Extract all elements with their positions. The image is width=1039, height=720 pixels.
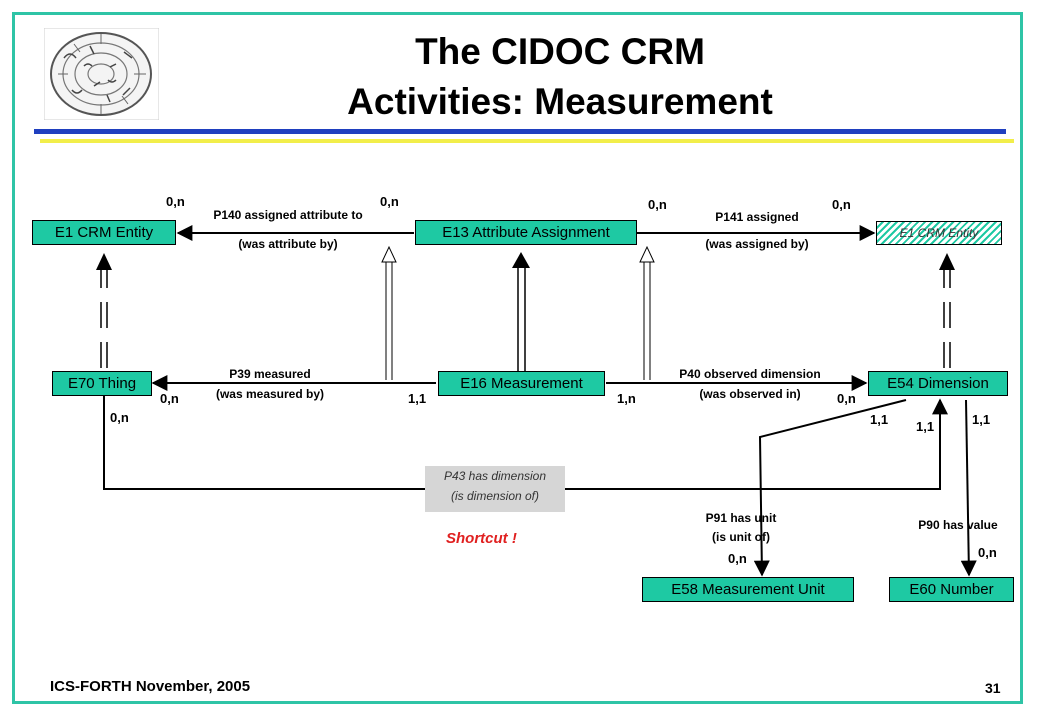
p39-subproperty-p140-edge xyxy=(381,245,397,380)
card-p91-e54: 1,1 xyxy=(870,412,889,427)
p140-label: P140 assigned attribute to xyxy=(213,208,363,222)
card-p141-left: 0,n xyxy=(648,197,667,212)
node-e1-crm-entity-left: E1 CRM Entity xyxy=(32,220,176,245)
node-e58-measurement-unit: E58 Measurement Unit xyxy=(642,577,854,602)
node-e1-crm-entity-right: E1 CRM Entity xyxy=(876,221,1002,245)
p91-inverse-label: (is unit of) xyxy=(712,530,770,544)
title-rule-blue xyxy=(34,129,1006,134)
p141-inverse-label: (was assigned by) xyxy=(705,237,809,251)
title-rule-yellow xyxy=(40,139,1014,143)
page-number: 31 xyxy=(985,680,1001,696)
card-p40-left: 1,n xyxy=(617,391,636,406)
p39-label: P39 measured xyxy=(229,367,311,381)
node-e54-dimension: E54 Dimension xyxy=(868,371,1008,396)
p43-label-box xyxy=(425,466,565,512)
e16-isa-e13-edge xyxy=(512,252,530,371)
e54-isa-e1-edge xyxy=(939,253,955,368)
slide-title-line2: Activities: Measurement xyxy=(347,81,773,122)
card-p39-right: 1,1 xyxy=(408,391,427,406)
shortcut-note: Shortcut ! xyxy=(446,530,517,547)
p90-label: P90 has value xyxy=(918,518,998,532)
node-e70-thing: E70 Thing xyxy=(52,371,152,396)
slide-title-line1: The CIDOC CRM xyxy=(415,31,705,72)
p90-edge xyxy=(960,399,977,577)
slide-frame xyxy=(12,12,1023,704)
p39-inverse-label: (was measured by) xyxy=(215,387,325,401)
card-p140-left: 0,n xyxy=(166,194,185,209)
p141-label: P141 assigned xyxy=(715,210,799,224)
card-p141-right: 0,n xyxy=(832,197,851,212)
card-p90-e54: 1,1 xyxy=(972,412,991,427)
card-p43-e70: 0,n xyxy=(110,410,129,425)
p43-inverse-label: (is dimension of) xyxy=(450,489,540,503)
phaistos-disc-icon xyxy=(43,27,160,121)
p40-inverse-label: (was observed in) xyxy=(699,387,801,401)
p40-subproperty-p141-edge xyxy=(639,245,655,380)
p140-inverse-label: (was attribute by) xyxy=(238,237,338,251)
node-e60-number: E60 Number xyxy=(889,577,1014,602)
card-p39-left: 0,n xyxy=(160,391,179,406)
e70-isa-e1-edge xyxy=(96,253,112,368)
node-e16-measurement: E16 Measurement xyxy=(438,371,605,396)
card-p90-e60: 0,n xyxy=(978,545,997,560)
p43-label: P43 has dimension xyxy=(443,469,547,483)
p91-label: P91 has unit xyxy=(705,511,777,525)
footer-organization-date: ICS-FORTH November, 2005 xyxy=(50,678,251,695)
card-p43-e54: 1,1 xyxy=(916,419,935,434)
card-p40-right: 0,n xyxy=(837,391,856,406)
node-e13-attribute-assignment: E13 Attribute Assignment xyxy=(415,220,637,245)
card-p140-right: 0,n xyxy=(380,194,399,209)
p91-edge xyxy=(753,399,907,577)
p40-label: P40 observed dimension xyxy=(679,367,821,381)
card-p91-e58: 0,n xyxy=(728,551,747,566)
